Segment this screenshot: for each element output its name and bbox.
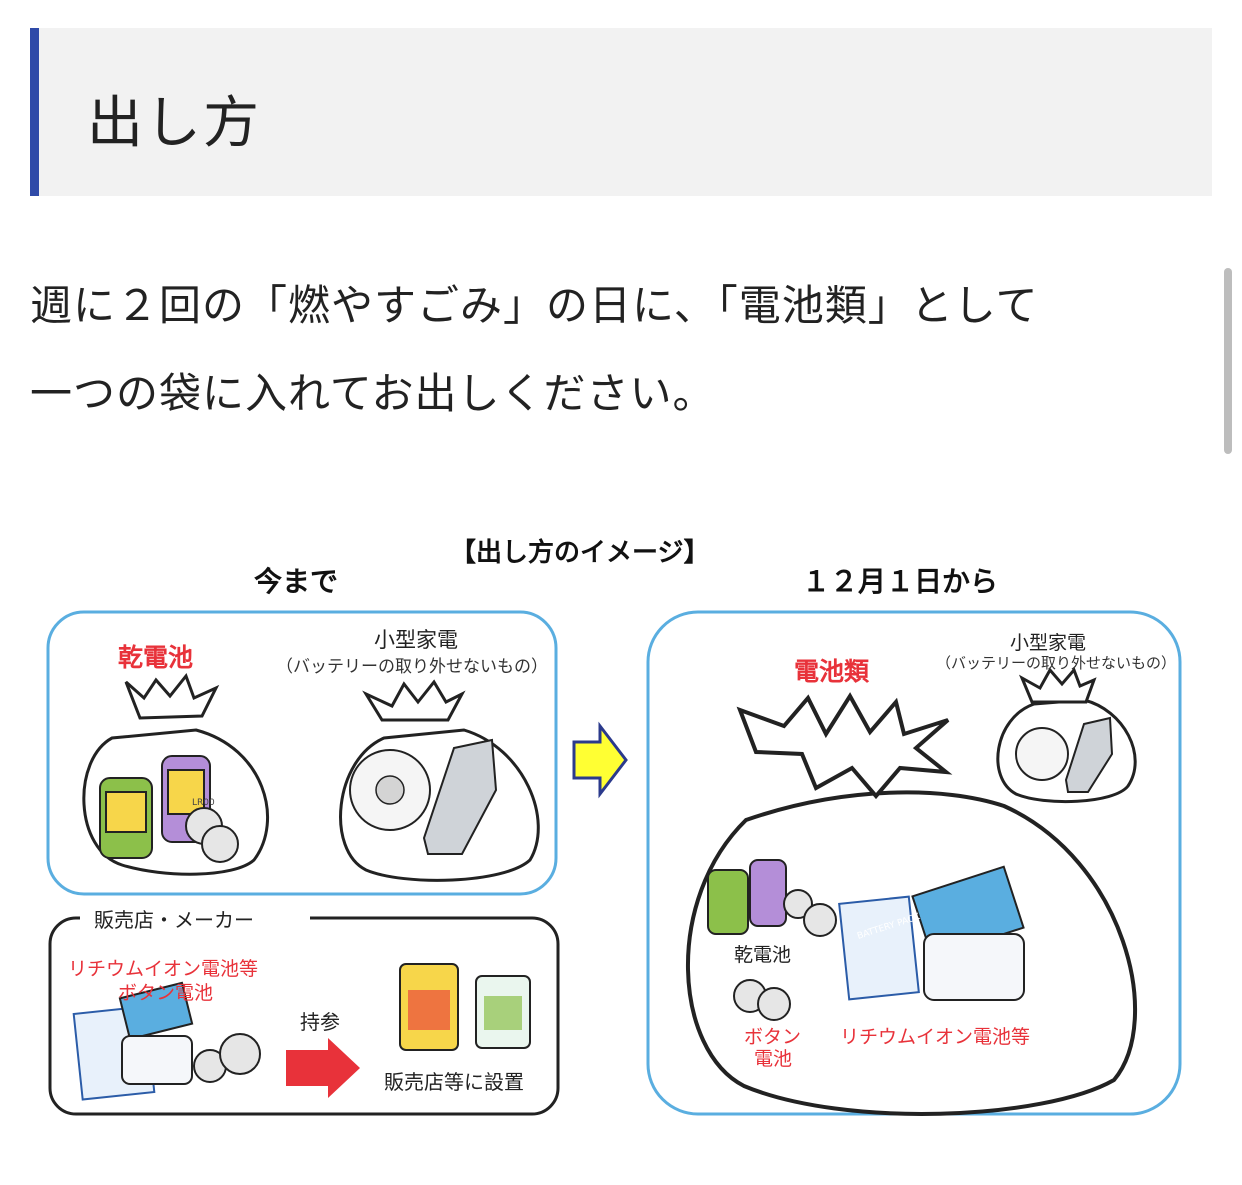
dry-cell-bag-icon bbox=[82, 672, 270, 876]
after-label: １２月１日から bbox=[802, 565, 999, 598]
appliance-bag-icon bbox=[339, 679, 540, 882]
battery-bag-icon bbox=[686, 692, 1137, 1116]
shop-batteries-icon bbox=[72, 981, 261, 1101]
before-label: 今まで bbox=[254, 565, 339, 598]
inbag-button-label-1: ボタン bbox=[744, 1026, 802, 1048]
inbag-dry-label: 乾電池 bbox=[734, 944, 792, 966]
shop-items-line-1: リチウムイオン電池等 bbox=[68, 958, 259, 980]
appliance-label: 小型家電 bbox=[374, 628, 458, 652]
dry-cell-label: 乾電池 bbox=[118, 643, 194, 672]
shop-box-title: 販売店・メーカー bbox=[88, 904, 260, 933]
shop-place-label: 販売店等に設置 bbox=[384, 1070, 524, 1094]
appliance-label-right: 小型家電 bbox=[1010, 632, 1087, 654]
section-heading: 出し方 bbox=[30, 28, 1212, 196]
inbag-lithium-label: リチウムイオン電池等 bbox=[840, 1026, 1031, 1048]
disposal-image-figure: 【出し方のイメージ】 今まで １２月１日から 乾電池 小型家電 （バッテリーの取… bbox=[44, 520, 1194, 1130]
instruction-line-2: 一つの袋に入れてお出しください。 bbox=[30, 369, 716, 418]
bring-arrow-icon bbox=[286, 1038, 360, 1098]
scrollbar[interactable] bbox=[1224, 268, 1232, 454]
transition-arrow-icon bbox=[572, 721, 628, 799]
figure-title: 【出し方のイメージ】 bbox=[450, 538, 710, 568]
battery-category-label: 電池類 bbox=[794, 657, 870, 686]
bring-label: 持参 bbox=[300, 1010, 340, 1034]
instruction-text: 週に２回の「燃やすごみ」の日に、「電池類」として 一つの袋に入れてお出しください… bbox=[30, 262, 1190, 438]
shop-items-line-2: ボタン電池 bbox=[118, 982, 214, 1004]
before-panel bbox=[46, 610, 558, 896]
coin-cell-text: LR00 bbox=[192, 798, 215, 808]
section-title: 出し方 bbox=[87, 91, 261, 156]
inbag-button-label-2: 電池 bbox=[754, 1048, 793, 1070]
appliance-note: （バッテリーの取り外せないもの） bbox=[276, 657, 548, 677]
instruction-line-1: 週に２回の「燃やすごみ」の日に、「電池類」として bbox=[30, 281, 1039, 330]
appliance-note-right: （バッテリーの取り外せないもの） bbox=[936, 654, 1177, 672]
appliance-bag-small-icon bbox=[996, 667, 1137, 804]
collection-box-icon bbox=[399, 963, 531, 1051]
